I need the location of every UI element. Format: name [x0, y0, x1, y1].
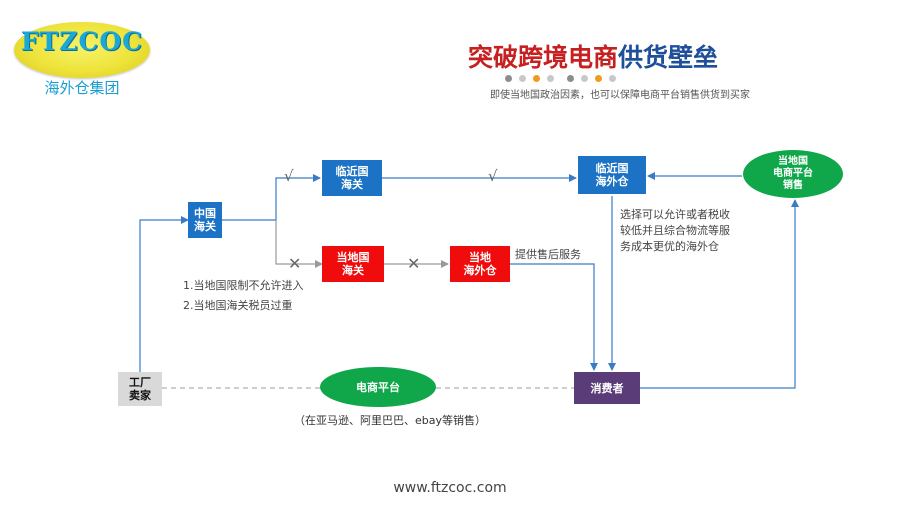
local-platform-ellipse: 当地国 电商平台 销售 — [743, 150, 843, 198]
title-dot — [609, 75, 616, 82]
page-subtitle: 即使当地国政治因素，也可以保障电商平台销售供货到买家 — [490, 90, 750, 101]
check-icon: √ — [284, 167, 294, 185]
nearby-warehouse-box: 临近国 海外仓 — [578, 156, 646, 194]
title-dot — [533, 75, 540, 82]
line-consumer-to-platform — [640, 199, 799, 389]
page-title: 突破跨境电商供货壁垒 — [468, 38, 828, 74]
local-customs-box: 当地国 海关 — [322, 246, 384, 282]
logo-text: FTZCOC — [20, 27, 144, 56]
title-red-part: 突破跨境电商 — [468, 43, 619, 72]
title-dot — [581, 75, 588, 82]
line-split-upper — [222, 174, 321, 221]
after-sales-note: 提供售后服务 — [515, 248, 581, 261]
title-blue-part: 供货壁垒 — [618, 43, 719, 72]
consumer-box: 消费者 — [574, 372, 640, 404]
ecommerce-note: （在亚马逊、阿里巴巴、ebay等销售） — [294, 414, 486, 427]
warehouse-note: 选择可以允许或者税收 较低并且综合物流等服 务成本更优的海外仓 — [620, 208, 730, 253]
website-url[interactable]: www.ftzcoc.com — [393, 480, 507, 496]
cross-icon: ✕ — [407, 254, 421, 273]
reason-2: 2.当地国海关税员过重 — [183, 299, 293, 312]
title-dot — [595, 75, 602, 82]
title-dot — [519, 75, 526, 82]
china-customs-box: 中国 海关 — [188, 202, 222, 238]
reason-1: 1.当地国限制不允许进入 — [183, 279, 304, 292]
nearby-customs-box: 临近国 海关 — [322, 160, 382, 196]
factory-seller-box: 工厂 卖家 — [118, 372, 162, 406]
line-split-lower — [275, 220, 323, 268]
ecommerce-platform-ellipse: 电商平台 — [320, 367, 436, 407]
title-dot — [505, 75, 512, 82]
line-local-warehouse-to-consumer — [510, 263, 598, 371]
title-dot — [547, 75, 554, 82]
title-dot — [567, 75, 574, 82]
logo-badge — [14, 22, 150, 78]
logo-subtitle: 海外仓集团 — [44, 79, 120, 97]
local-warehouse-box: 当地 海外仓 — [450, 246, 510, 282]
title-dots — [505, 75, 625, 83]
check-icon: √ — [488, 167, 498, 185]
cross-icon: ✕ — [288, 254, 302, 273]
line-factory-to-china-customs — [139, 216, 189, 372]
